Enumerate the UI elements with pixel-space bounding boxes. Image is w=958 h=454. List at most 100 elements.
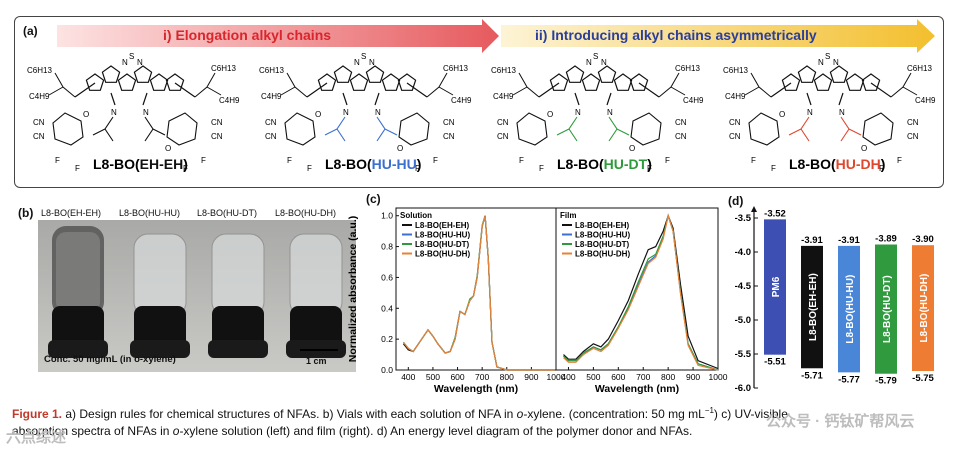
atom-f: F xyxy=(183,164,188,173)
label-c4h9: C4H9 xyxy=(915,96,936,105)
core-ring xyxy=(829,65,849,83)
label-cn: CN xyxy=(907,118,919,127)
atom-f: F xyxy=(307,164,312,173)
end-groups xyxy=(52,112,198,146)
series-line-1 xyxy=(563,213,719,370)
atom-f: F xyxy=(647,164,652,173)
energy-bar xyxy=(764,219,786,355)
atom-s: S xyxy=(361,53,366,61)
series-line-4 xyxy=(402,215,556,371)
vial-label-3: L8-BO(HU-DT) xyxy=(197,208,257,218)
panel-b-letter: (b) xyxy=(18,206,34,220)
label-c6h13: C6H13 xyxy=(723,66,748,75)
homo-label: -5.71 xyxy=(801,370,823,381)
atom-n: N xyxy=(137,58,143,67)
end-groups xyxy=(748,112,894,146)
x-axis-label: Wavelength (nm) xyxy=(434,383,518,395)
lumo-label: -3.89 xyxy=(875,234,897,245)
label-c4h9: C4H9 xyxy=(219,96,240,105)
bar-name: L8-BO(HU-DH) xyxy=(919,274,930,343)
end-groups xyxy=(516,112,662,146)
atom-n: N xyxy=(601,58,607,67)
y-tick-label: 0.8 xyxy=(381,242,393,252)
inner-chains xyxy=(92,116,166,142)
legend-entry: L8-BO(HU-HU) xyxy=(575,231,630,240)
y-tick-label: -5.0 xyxy=(735,315,751,326)
label-c6h13: C6H13 xyxy=(259,66,284,75)
arrow2-text: ii) Introducing alkyl chains asymmetrica… xyxy=(535,27,817,43)
core-ring xyxy=(397,73,417,91)
scale-bar-label: 1 cm xyxy=(306,356,327,366)
label-cn: CN xyxy=(265,132,277,141)
lumo-label: -3.91 xyxy=(838,235,860,246)
core-ring xyxy=(165,73,185,91)
caption-text-2b: -xylene solution (left) and film (right)… xyxy=(179,424,693,438)
atom-n: N xyxy=(343,108,349,117)
atom-f: F xyxy=(771,164,776,173)
atom-n: N xyxy=(586,58,592,67)
legend-entry: L8-BO(HU-DH) xyxy=(575,250,630,259)
panel-title: Film xyxy=(560,211,576,220)
vial-2 xyxy=(130,233,190,358)
label-c6h13: C6H13 xyxy=(491,66,516,75)
bar-name: L8-BO(HU-HU) xyxy=(845,275,856,344)
vial-label-4: L8-BO(HU-DH) xyxy=(275,208,337,218)
y-tick-label: 1.0 xyxy=(381,211,393,221)
panel-c-letter: (c) xyxy=(366,192,381,206)
vials-drawing xyxy=(48,226,346,358)
arrow-asymmetric xyxy=(501,19,935,53)
label-cn: CN xyxy=(265,118,277,127)
arrow1-text: i) Elongation alkyl chains xyxy=(163,27,332,43)
core-ring xyxy=(317,73,337,91)
molecule-name: L8-BO(HU-HU) xyxy=(325,156,421,172)
vial-4 xyxy=(286,233,346,358)
core-ring xyxy=(565,65,585,83)
outer-chains xyxy=(280,72,454,98)
outer-chains xyxy=(744,72,918,98)
caption-line-1: Figure 1. a) Design rules for chemical s… xyxy=(12,406,788,421)
core-ring xyxy=(781,73,801,91)
atom-n: N xyxy=(833,58,839,67)
atom-n: N xyxy=(122,58,128,67)
y-axis-arrow xyxy=(751,206,757,212)
caption-text-1a: a) Design rules for chemical structures … xyxy=(62,407,517,421)
y-tick-label: -3.5 xyxy=(735,213,752,224)
label-c4h9: C4H9 xyxy=(29,92,50,101)
label-cn: CN xyxy=(675,118,687,127)
molecule-name: L8-BO(HU-DH) xyxy=(789,156,885,172)
atom-o: O xyxy=(861,144,867,153)
core-ring xyxy=(797,65,817,83)
core-ring xyxy=(85,73,105,91)
x-tick-label: 800 xyxy=(500,372,514,382)
atom-f: F xyxy=(665,156,670,165)
vial-label-1: L8-BO(EH-EH) xyxy=(41,208,102,218)
label-c4h9: C4H9 xyxy=(725,92,746,101)
atom-f: F xyxy=(751,156,756,165)
y-tick-label: 0.0 xyxy=(381,365,393,375)
atom-f: F xyxy=(55,156,60,165)
core-ring xyxy=(101,65,121,83)
x-tick-label: 500 xyxy=(426,372,440,382)
homo-label: -5.79 xyxy=(875,376,897,387)
y-axis-label: Normalized absorbance (a.u.) xyxy=(347,216,359,362)
panel-a-letter: (a) xyxy=(23,24,38,38)
label-c4h9: C4H9 xyxy=(683,96,704,105)
bar-name: L8-BO(EH-EH) xyxy=(808,273,819,341)
panel-a-chemical-structures: (a) i) Elongation alkyl chains ii) Intro… xyxy=(14,16,944,188)
atom-o: O xyxy=(83,110,89,119)
caption-italic-2: o xyxy=(172,424,180,438)
molecule-name: L8-BO(EH-EH) xyxy=(93,156,188,172)
homo-label: -5.75 xyxy=(912,373,934,384)
atom-o: O xyxy=(315,110,321,119)
series-line-4 xyxy=(563,213,719,371)
energy-bar xyxy=(801,245,823,369)
lumo-label: -3.52 xyxy=(764,208,786,219)
atom-f: F xyxy=(287,156,292,165)
energy-bar xyxy=(875,244,897,374)
